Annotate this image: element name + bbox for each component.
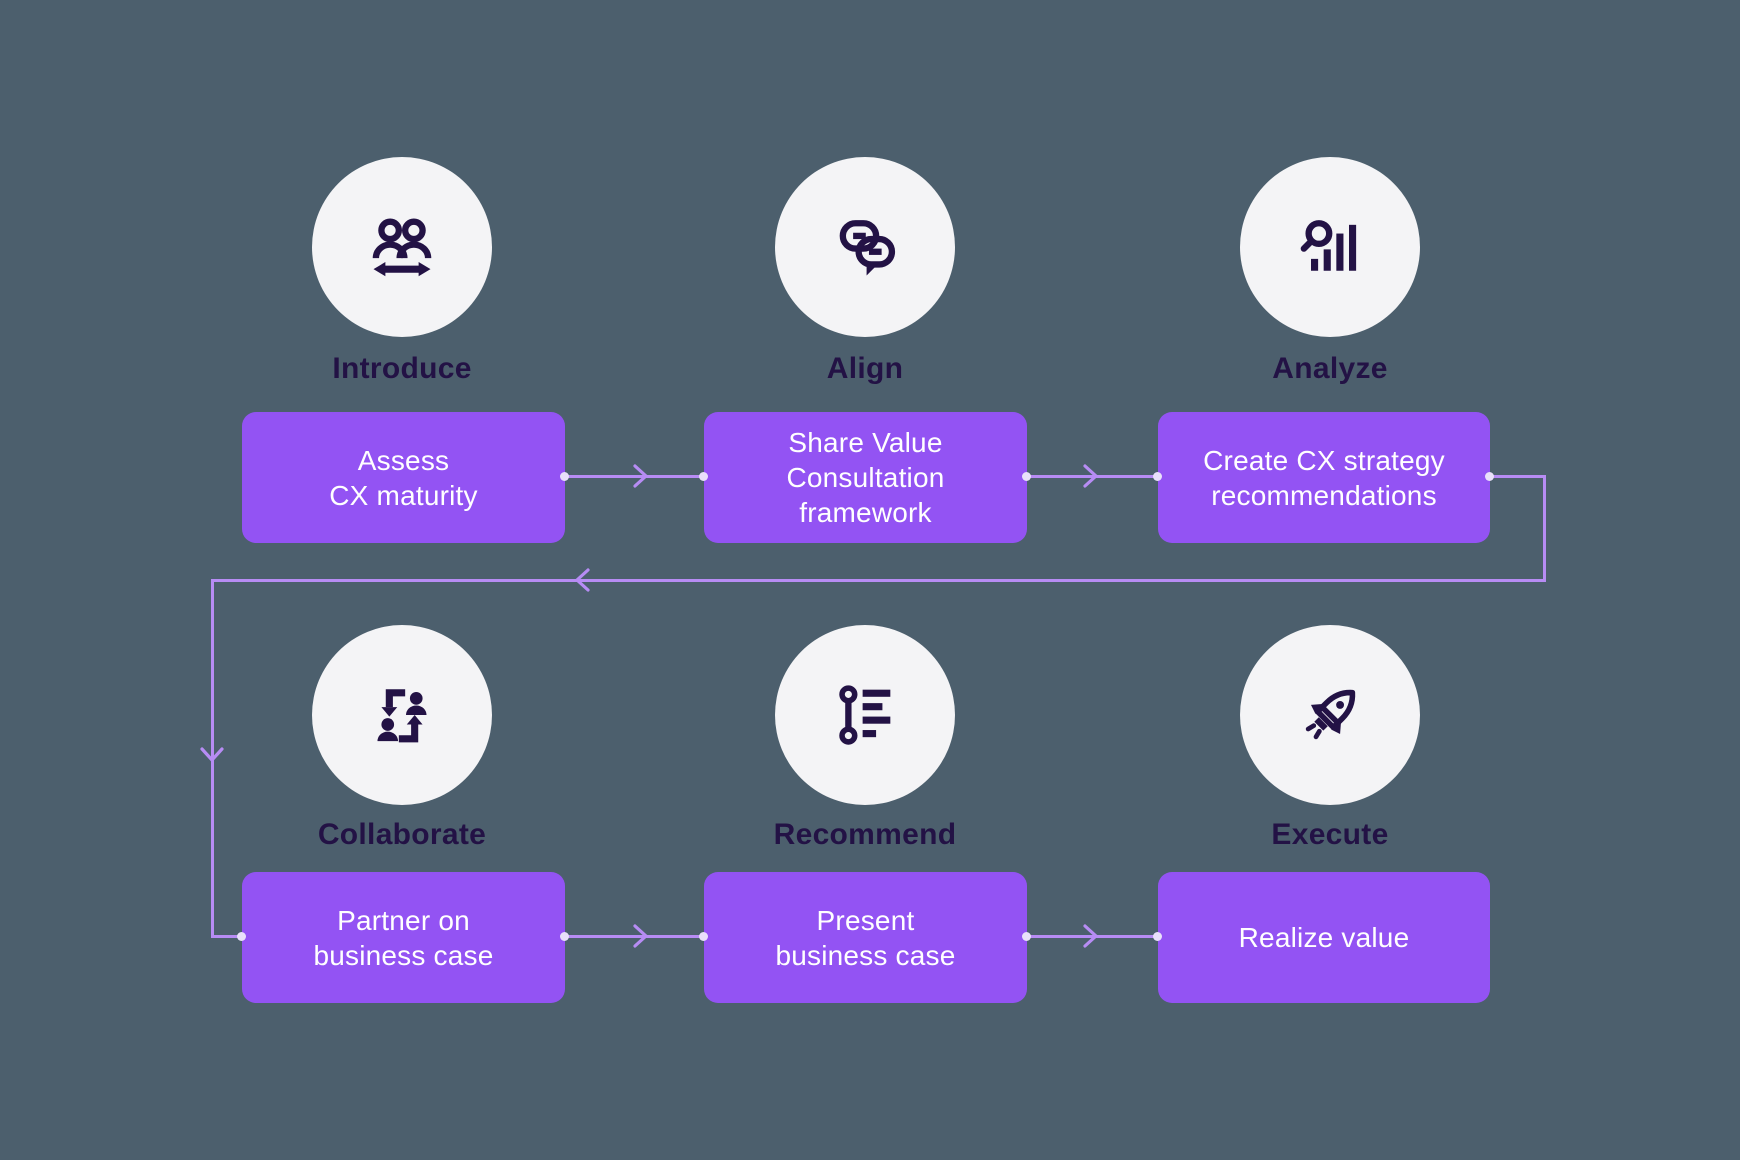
- junction-dot: [699, 932, 708, 941]
- step-label-introduce: Introduce: [332, 352, 472, 385]
- connector-share-to-create: [1027, 475, 1158, 478]
- junction-dot: [1485, 472, 1494, 481]
- box-text-line: CX maturity: [329, 479, 478, 511]
- box-share-value-consultation-framework: Share Value Consultation framework: [704, 412, 1027, 543]
- arrow-right-chevron-icon: [1083, 464, 1098, 488]
- rocket-icon: [1305, 689, 1356, 740]
- search-bar-chart-icon: [1300, 220, 1357, 271]
- junction-dot: [1022, 932, 1031, 941]
- box-assess-cx-maturity: Assess CX maturity: [242, 412, 565, 543]
- box-text-line: Consultation: [786, 462, 945, 493]
- junction-dot: [560, 472, 569, 481]
- connector-present-to-realize: [1027, 935, 1158, 938]
- box-present-business-case: Present business case: [704, 872, 1027, 1003]
- step-label-analyze: Analyze: [1272, 352, 1388, 385]
- box-text-line: business case: [775, 939, 956, 971]
- collaborate-icon-circle: [312, 625, 492, 805]
- recommend-icon-circle: [775, 625, 955, 805]
- box-text-line: Present: [816, 904, 915, 936]
- box-text-line: Assess: [357, 444, 450, 476]
- connector-partner-to-present: [565, 935, 704, 938]
- box-realize-value: Realize value: [1158, 872, 1490, 1003]
- box-text-line: framework: [799, 497, 932, 528]
- chat-bubbles-icon: [839, 220, 896, 276]
- box-text-line: Partner on: [337, 904, 470, 936]
- people-exchange-cycle-icon: [377, 689, 427, 743]
- arrow-down-chevron-icon: [200, 747, 224, 762]
- analyze-icon-circle: [1240, 157, 1420, 337]
- junction-dot: [560, 932, 569, 941]
- feedback-line-segment-across: [211, 579, 1546, 582]
- junction-dot: [1153, 472, 1162, 481]
- feedback-line-segment-down-right: [1543, 476, 1546, 581]
- milestone-list-icon: [839, 685, 891, 745]
- junction-dot: [1022, 472, 1031, 481]
- junction-dot: [1153, 932, 1162, 941]
- box-text-line: Share Value: [788, 427, 943, 458]
- box-text-line: recommendations: [1211, 479, 1437, 511]
- connector-assess-to-share: [565, 475, 704, 478]
- arrow-right-chevron-icon: [633, 464, 648, 488]
- arrow-left-chevron-icon: [575, 568, 590, 592]
- feedback-line-segment-right: [1490, 475, 1546, 478]
- box-partner-on-business-case: Partner on business case: [242, 872, 565, 1003]
- arrow-right-chevron-icon: [1083, 924, 1098, 948]
- align-icon-circle: [775, 157, 955, 337]
- step-label-align: Align: [826, 352, 904, 385]
- introduce-icon-circle: [312, 157, 492, 337]
- step-label-recommend: Recommend: [773, 818, 957, 851]
- junction-dot: [699, 472, 708, 481]
- arrow-right-chevron-icon: [633, 924, 648, 948]
- box-text-line: business case: [313, 939, 494, 971]
- box-text-line: Create CX strategy: [1203, 444, 1445, 476]
- box-create-cx-strategy-recommendations: Create CX strategy recommendations: [1158, 412, 1490, 543]
- step-label-execute: Execute: [1271, 818, 1389, 851]
- execute-icon-circle: [1240, 625, 1420, 805]
- feedback-line-segment-into-partner: [211, 935, 242, 938]
- step-label-collaborate: Collaborate: [317, 818, 487, 851]
- box-text-line: Realize value: [1238, 922, 1410, 953]
- junction-dot: [237, 932, 246, 941]
- people-exchange-icon: [372, 218, 432, 277]
